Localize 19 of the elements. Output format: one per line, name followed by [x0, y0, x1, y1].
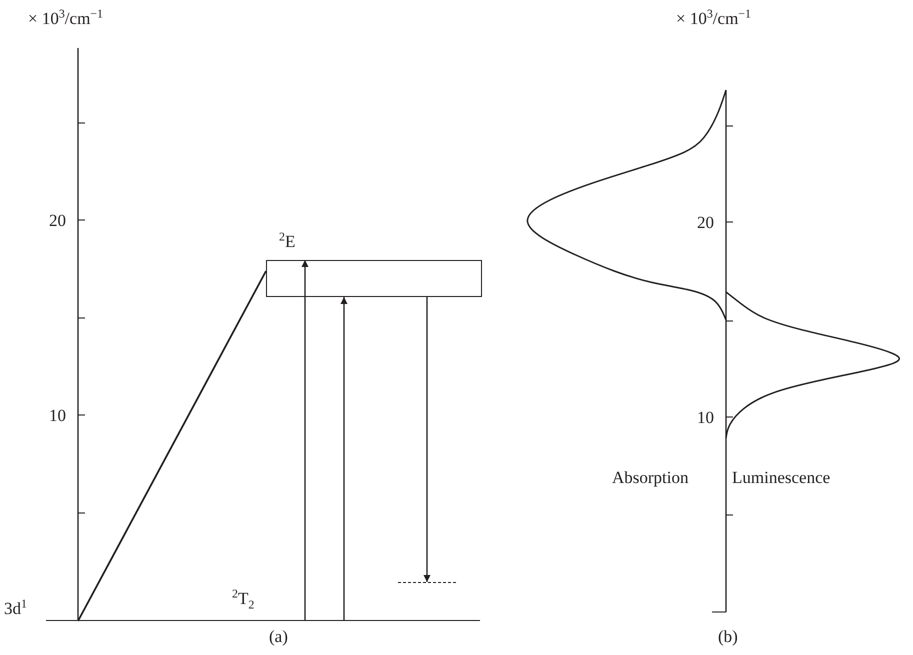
correlation-line — [77, 270, 267, 622]
energy-level — [100, 588, 480, 621]
state-label: $^{2}$E — [279, 233, 296, 250]
state-label: $^{2}$T$_{2}$ — [232, 590, 254, 607]
spectrum-label: Absorption — [612, 469, 688, 486]
tick-label: 10 — [49, 407, 66, 424]
panel-label: (a) — [269, 628, 288, 645]
transition-arrow — [340, 297, 348, 621]
axis-unit-label: × 10$^{3}$/cm$^{−1}$ — [676, 10, 751, 27]
tick-label: 20 — [697, 214, 714, 231]
tick-label: 20 — [49, 212, 66, 229]
spectrum-label: Luminescence — [732, 469, 830, 486]
axis-unit-label: × 10$^{3}$/cm$^{−1}$ — [28, 10, 103, 27]
panel-label: (b) — [718, 628, 738, 645]
tick-label: 10 — [697, 409, 714, 426]
state-label: 3d$^{1}$ — [4, 600, 27, 617]
dashed-level — [398, 582, 456, 584]
transition-arrow — [302, 260, 308, 621]
transition-arrow — [424, 297, 430, 582]
